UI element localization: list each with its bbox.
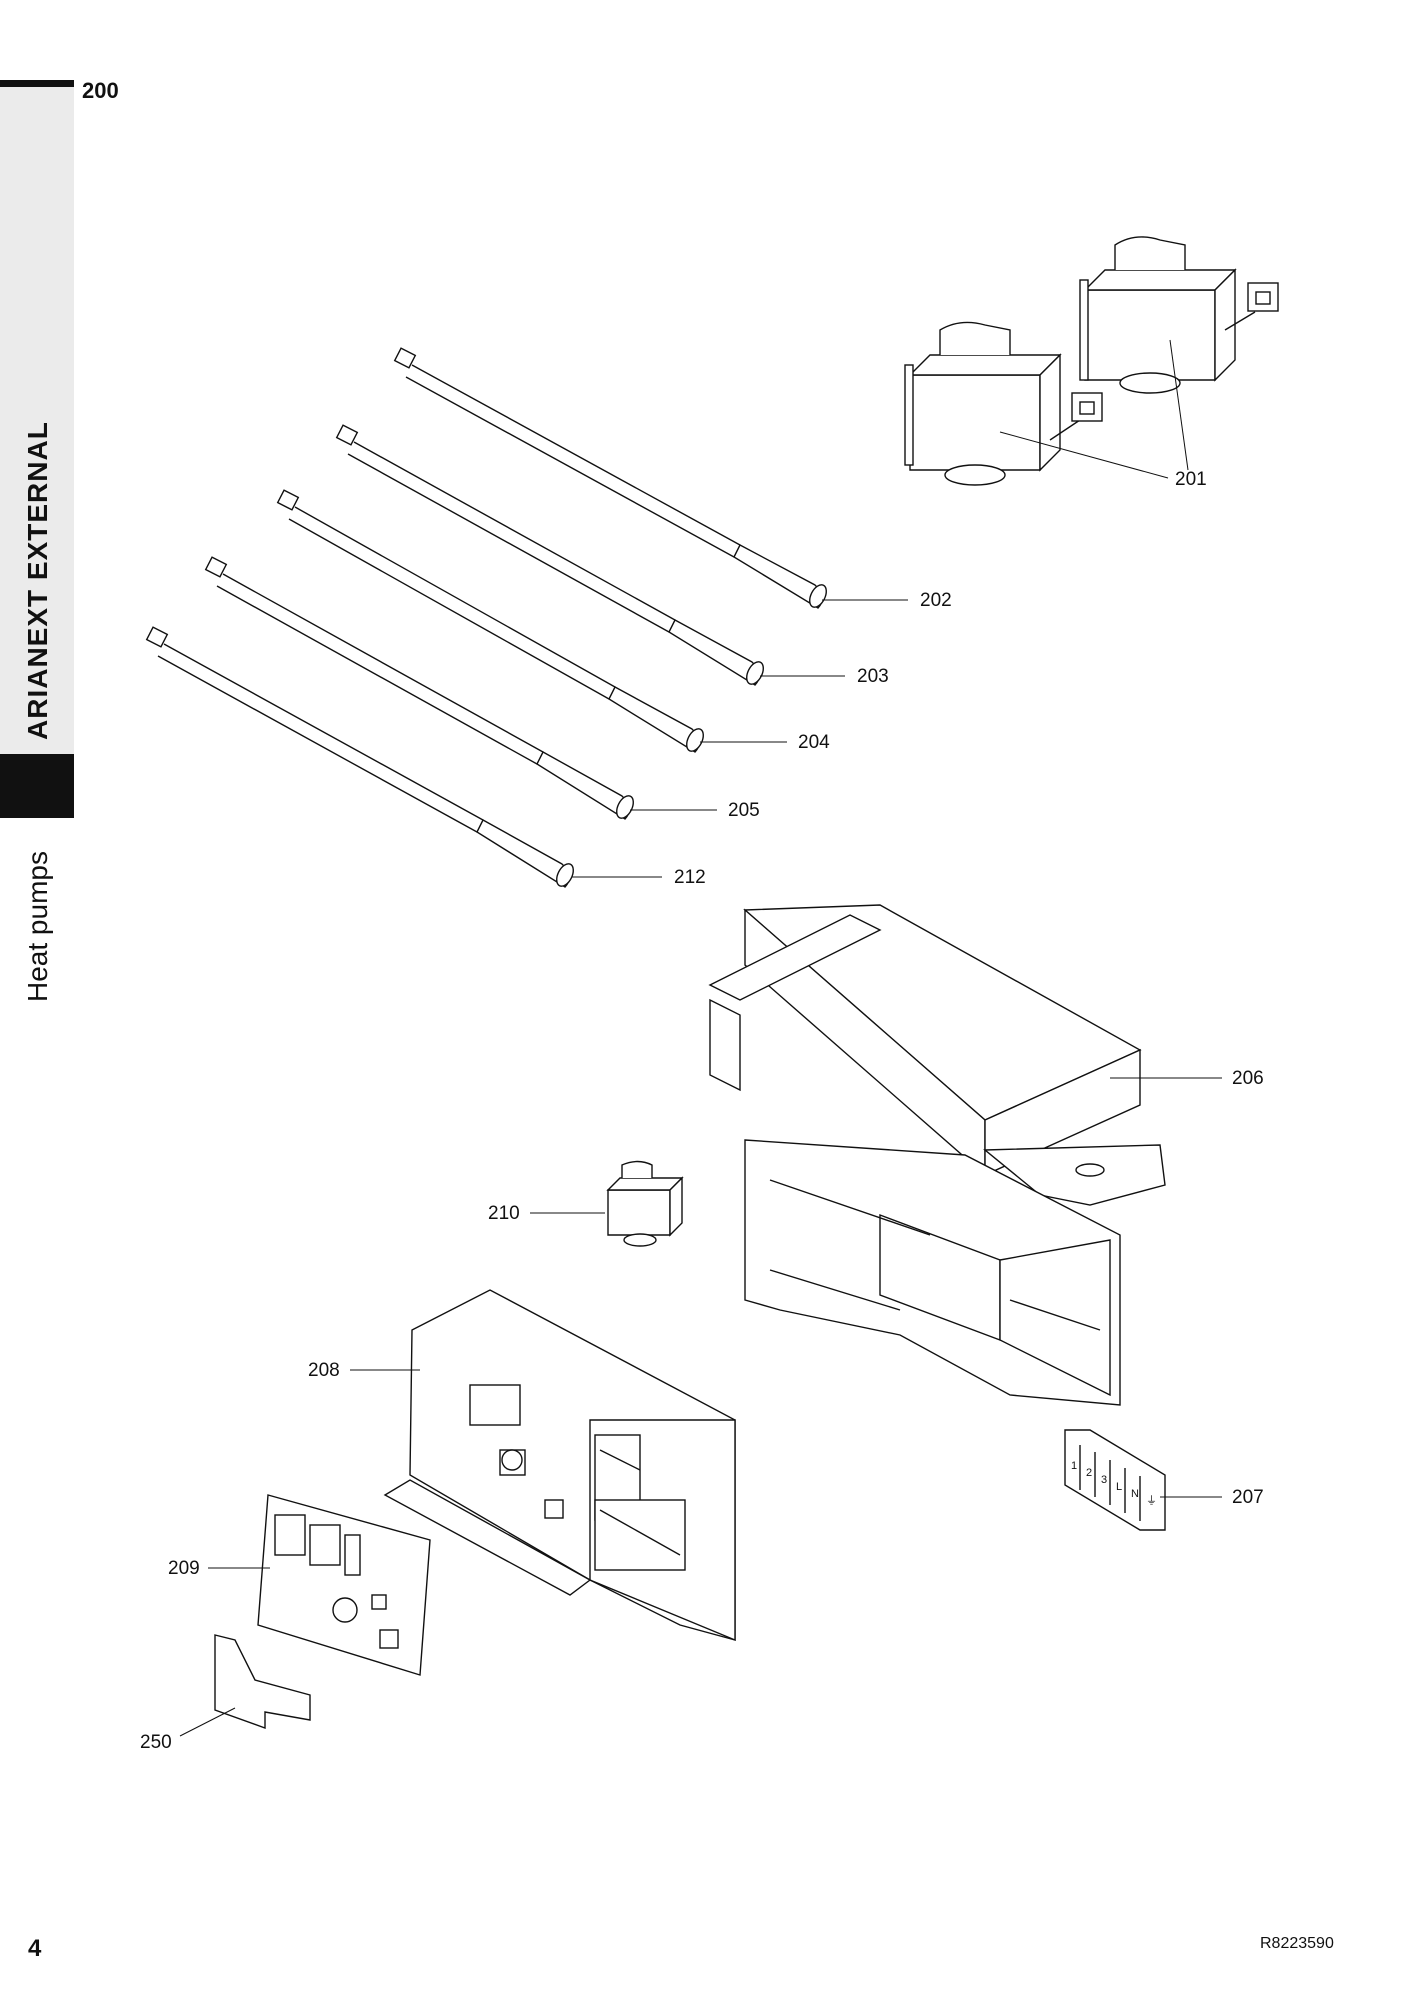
terminal-mark-3: 3 bbox=[1101, 1474, 1107, 1486]
label-212: 212 bbox=[674, 867, 706, 888]
leader-201b bbox=[1169, 339, 1189, 471]
part-212-probe bbox=[145, 626, 574, 888]
terminal-mark-n: N bbox=[1131, 1488, 1139, 1500]
part-204-probe bbox=[276, 489, 704, 753]
terminal-mark-1: 1 bbox=[1071, 1460, 1077, 1472]
label-202: 202 bbox=[920, 590, 952, 611]
terminal-mark-earth: ⏚ bbox=[1146, 1494, 1157, 1507]
leader-201a bbox=[999, 431, 1169, 479]
label-205: 205 bbox=[728, 800, 760, 821]
part-208-board-housing bbox=[383, 1289, 736, 1642]
label-203: 203 bbox=[857, 666, 889, 687]
leader-250 bbox=[179, 1707, 236, 1737]
label-201: 201 bbox=[1175, 469, 1207, 490]
label-210: 210 bbox=[488, 1203, 520, 1224]
side-grey-band bbox=[0, 82, 74, 754]
part-202-probe bbox=[393, 347, 827, 609]
part-209-electronic-board bbox=[257, 1494, 431, 1676]
part-210-small-transformer bbox=[606, 1160, 684, 1247]
terminal-mark-l: L bbox=[1116, 1481, 1122, 1493]
part-207-terminal-block bbox=[1064, 1429, 1166, 1531]
terminal-mark-2: 2 bbox=[1086, 1467, 1092, 1479]
label-208: 208 bbox=[308, 1360, 340, 1381]
part-250-insulation-sheet bbox=[214, 1634, 311, 1729]
label-209: 209 bbox=[168, 1558, 200, 1579]
part-201-transformers bbox=[904, 236, 1279, 486]
side-black-tab bbox=[0, 754, 74, 818]
part-206-inverter-box bbox=[708, 904, 1166, 1406]
label-206: 206 bbox=[1232, 1068, 1264, 1089]
label-250: 250 bbox=[140, 1732, 172, 1753]
document-reference: R8223590 bbox=[1260, 1935, 1334, 1952]
top-rule bbox=[0, 80, 74, 87]
label-204: 204 bbox=[798, 732, 830, 753]
label-207: 207 bbox=[1232, 1487, 1264, 1508]
page-number: 4 bbox=[28, 1935, 42, 1962]
part-205-probe bbox=[204, 556, 634, 820]
section-number: 200 bbox=[82, 78, 119, 103]
part-203-probe bbox=[335, 424, 764, 686]
